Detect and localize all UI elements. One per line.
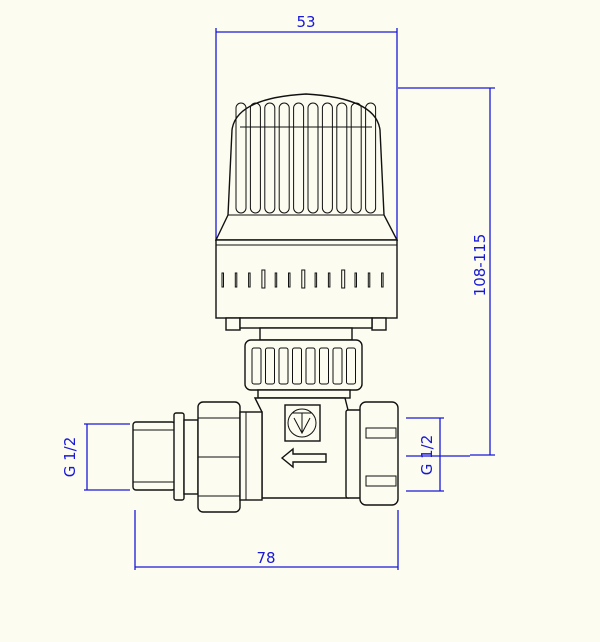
rib <box>307 102 319 214</box>
knurl-rib <box>346 347 356 385</box>
rib <box>249 102 261 214</box>
knurled-nut <box>244 339 363 399</box>
dimension-label-height: 108-115 <box>471 234 489 297</box>
rib <box>350 102 362 214</box>
dimension-head-width: 53 <box>215 13 398 240</box>
dimension-height: 108-115 <box>398 87 495 456</box>
tick <box>274 272 278 288</box>
knurl-rib <box>265 347 275 385</box>
rib <box>365 102 377 214</box>
tick <box>341 269 346 289</box>
rib <box>336 102 348 214</box>
dimension-length: 78 <box>134 510 399 570</box>
tick <box>327 272 331 288</box>
tick <box>234 272 238 288</box>
knurl-rib <box>251 347 262 385</box>
inlet-union <box>132 401 263 513</box>
tick <box>248 272 251 288</box>
thermostatic-head <box>214 93 399 341</box>
rib <box>321 102 333 214</box>
dimension-label-length: 78 <box>256 549 275 567</box>
tick <box>288 272 291 288</box>
knurl-rib <box>319 347 329 385</box>
knurl-rib <box>305 347 316 385</box>
knurl-rib <box>278 347 289 385</box>
dimension-outlet-thread: G 1/2 <box>406 417 470 492</box>
outlet-nut <box>345 401 399 506</box>
valve-body <box>253 397 349 499</box>
tick <box>301 269 306 289</box>
knurl-rib <box>292 347 302 385</box>
setting-scale-ticks <box>221 269 384 289</box>
dimension-label-inlet-thread: G 1/2 <box>61 437 79 478</box>
rib <box>264 102 276 214</box>
rib <box>278 102 290 214</box>
rib <box>293 102 305 214</box>
dimension-label-outlet-thread: G 1/2 <box>418 435 436 476</box>
dimension-label-head-width: 53 <box>296 13 315 31</box>
tick <box>381 272 384 288</box>
knurl-rib <box>332 347 343 385</box>
dimension-inlet-thread: G 1/2 <box>61 423 130 491</box>
tick <box>354 272 357 288</box>
head-ribs <box>235 102 377 214</box>
tick <box>367 272 371 288</box>
tick <box>314 272 318 288</box>
tick <box>261 269 266 289</box>
tick <box>221 272 224 288</box>
flow-direction-arrow-icon <box>280 447 327 469</box>
rib <box>235 102 247 214</box>
